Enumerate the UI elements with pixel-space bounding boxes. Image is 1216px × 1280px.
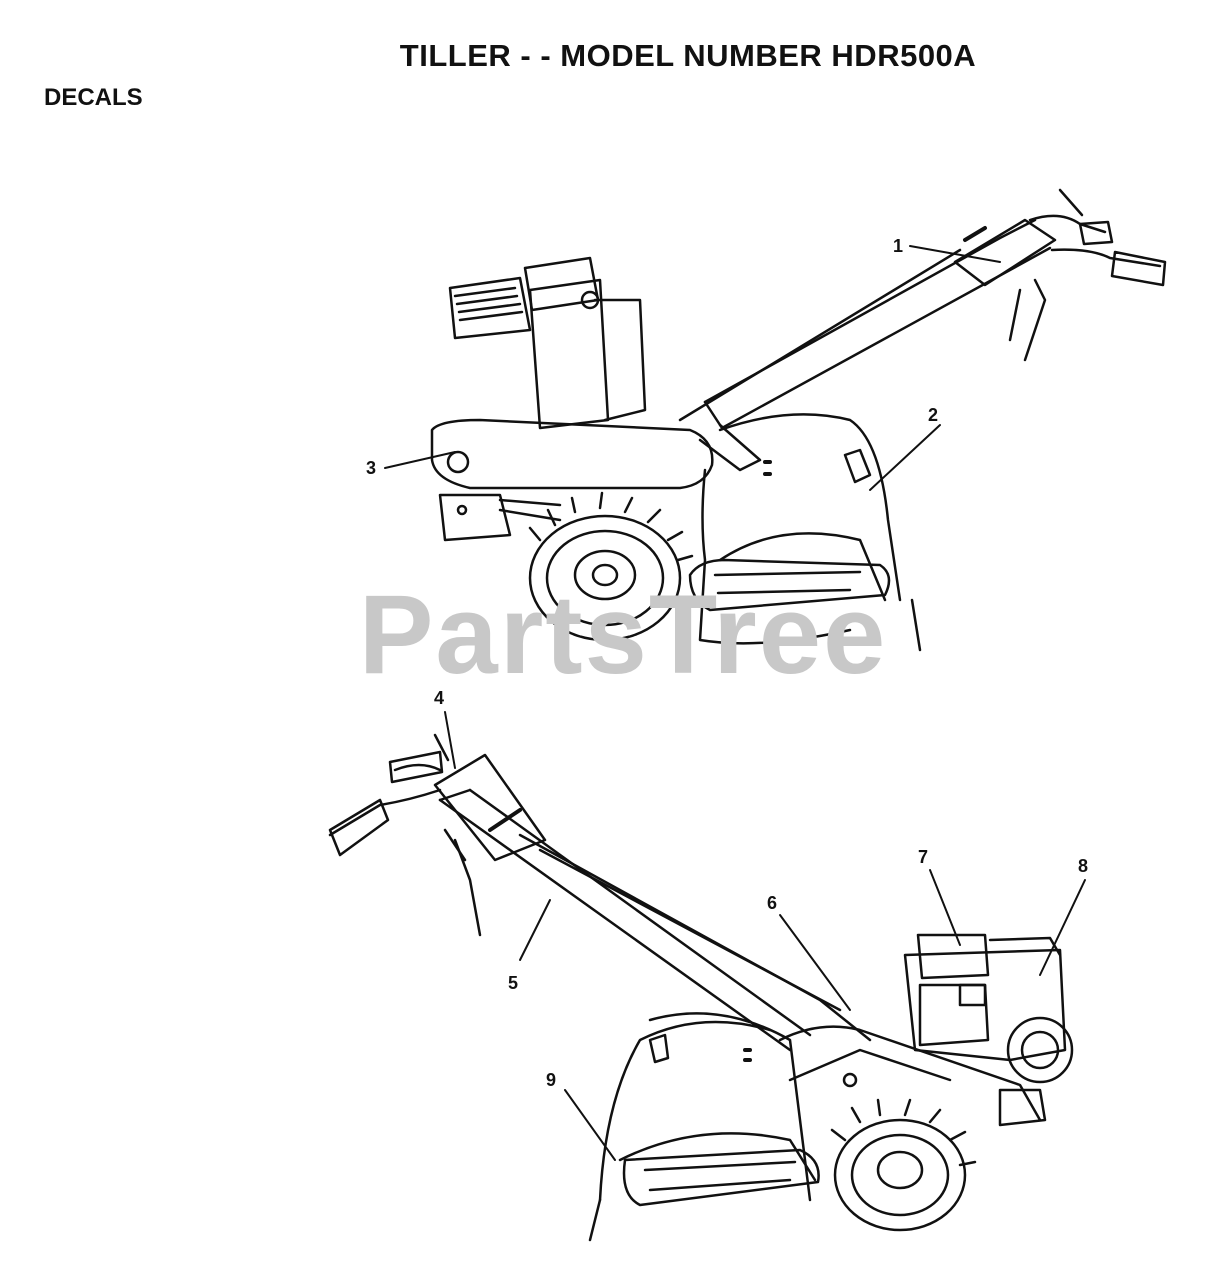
callout-7: 7 (918, 847, 929, 867)
callout-9: 9 (546, 1070, 557, 1090)
tiller-bottom-view (328, 711, 1086, 1242)
callout-6: 6 (767, 893, 778, 913)
callout-8: 8 (1078, 856, 1089, 876)
section-label: DECALS (44, 84, 143, 111)
diagram-title: TILLER - - MODEL NUMBER HDR500A (399, 38, 977, 73)
watermark-text: PartsTree (358, 572, 888, 697)
callout-1: 1 (893, 236, 904, 256)
callout-2: 2 (928, 405, 939, 425)
callout-4: 4 (434, 688, 445, 708)
callout-5: 5 (508, 973, 519, 993)
callout-3: 3 (366, 458, 377, 478)
tiller-top-view (384, 188, 1167, 652)
